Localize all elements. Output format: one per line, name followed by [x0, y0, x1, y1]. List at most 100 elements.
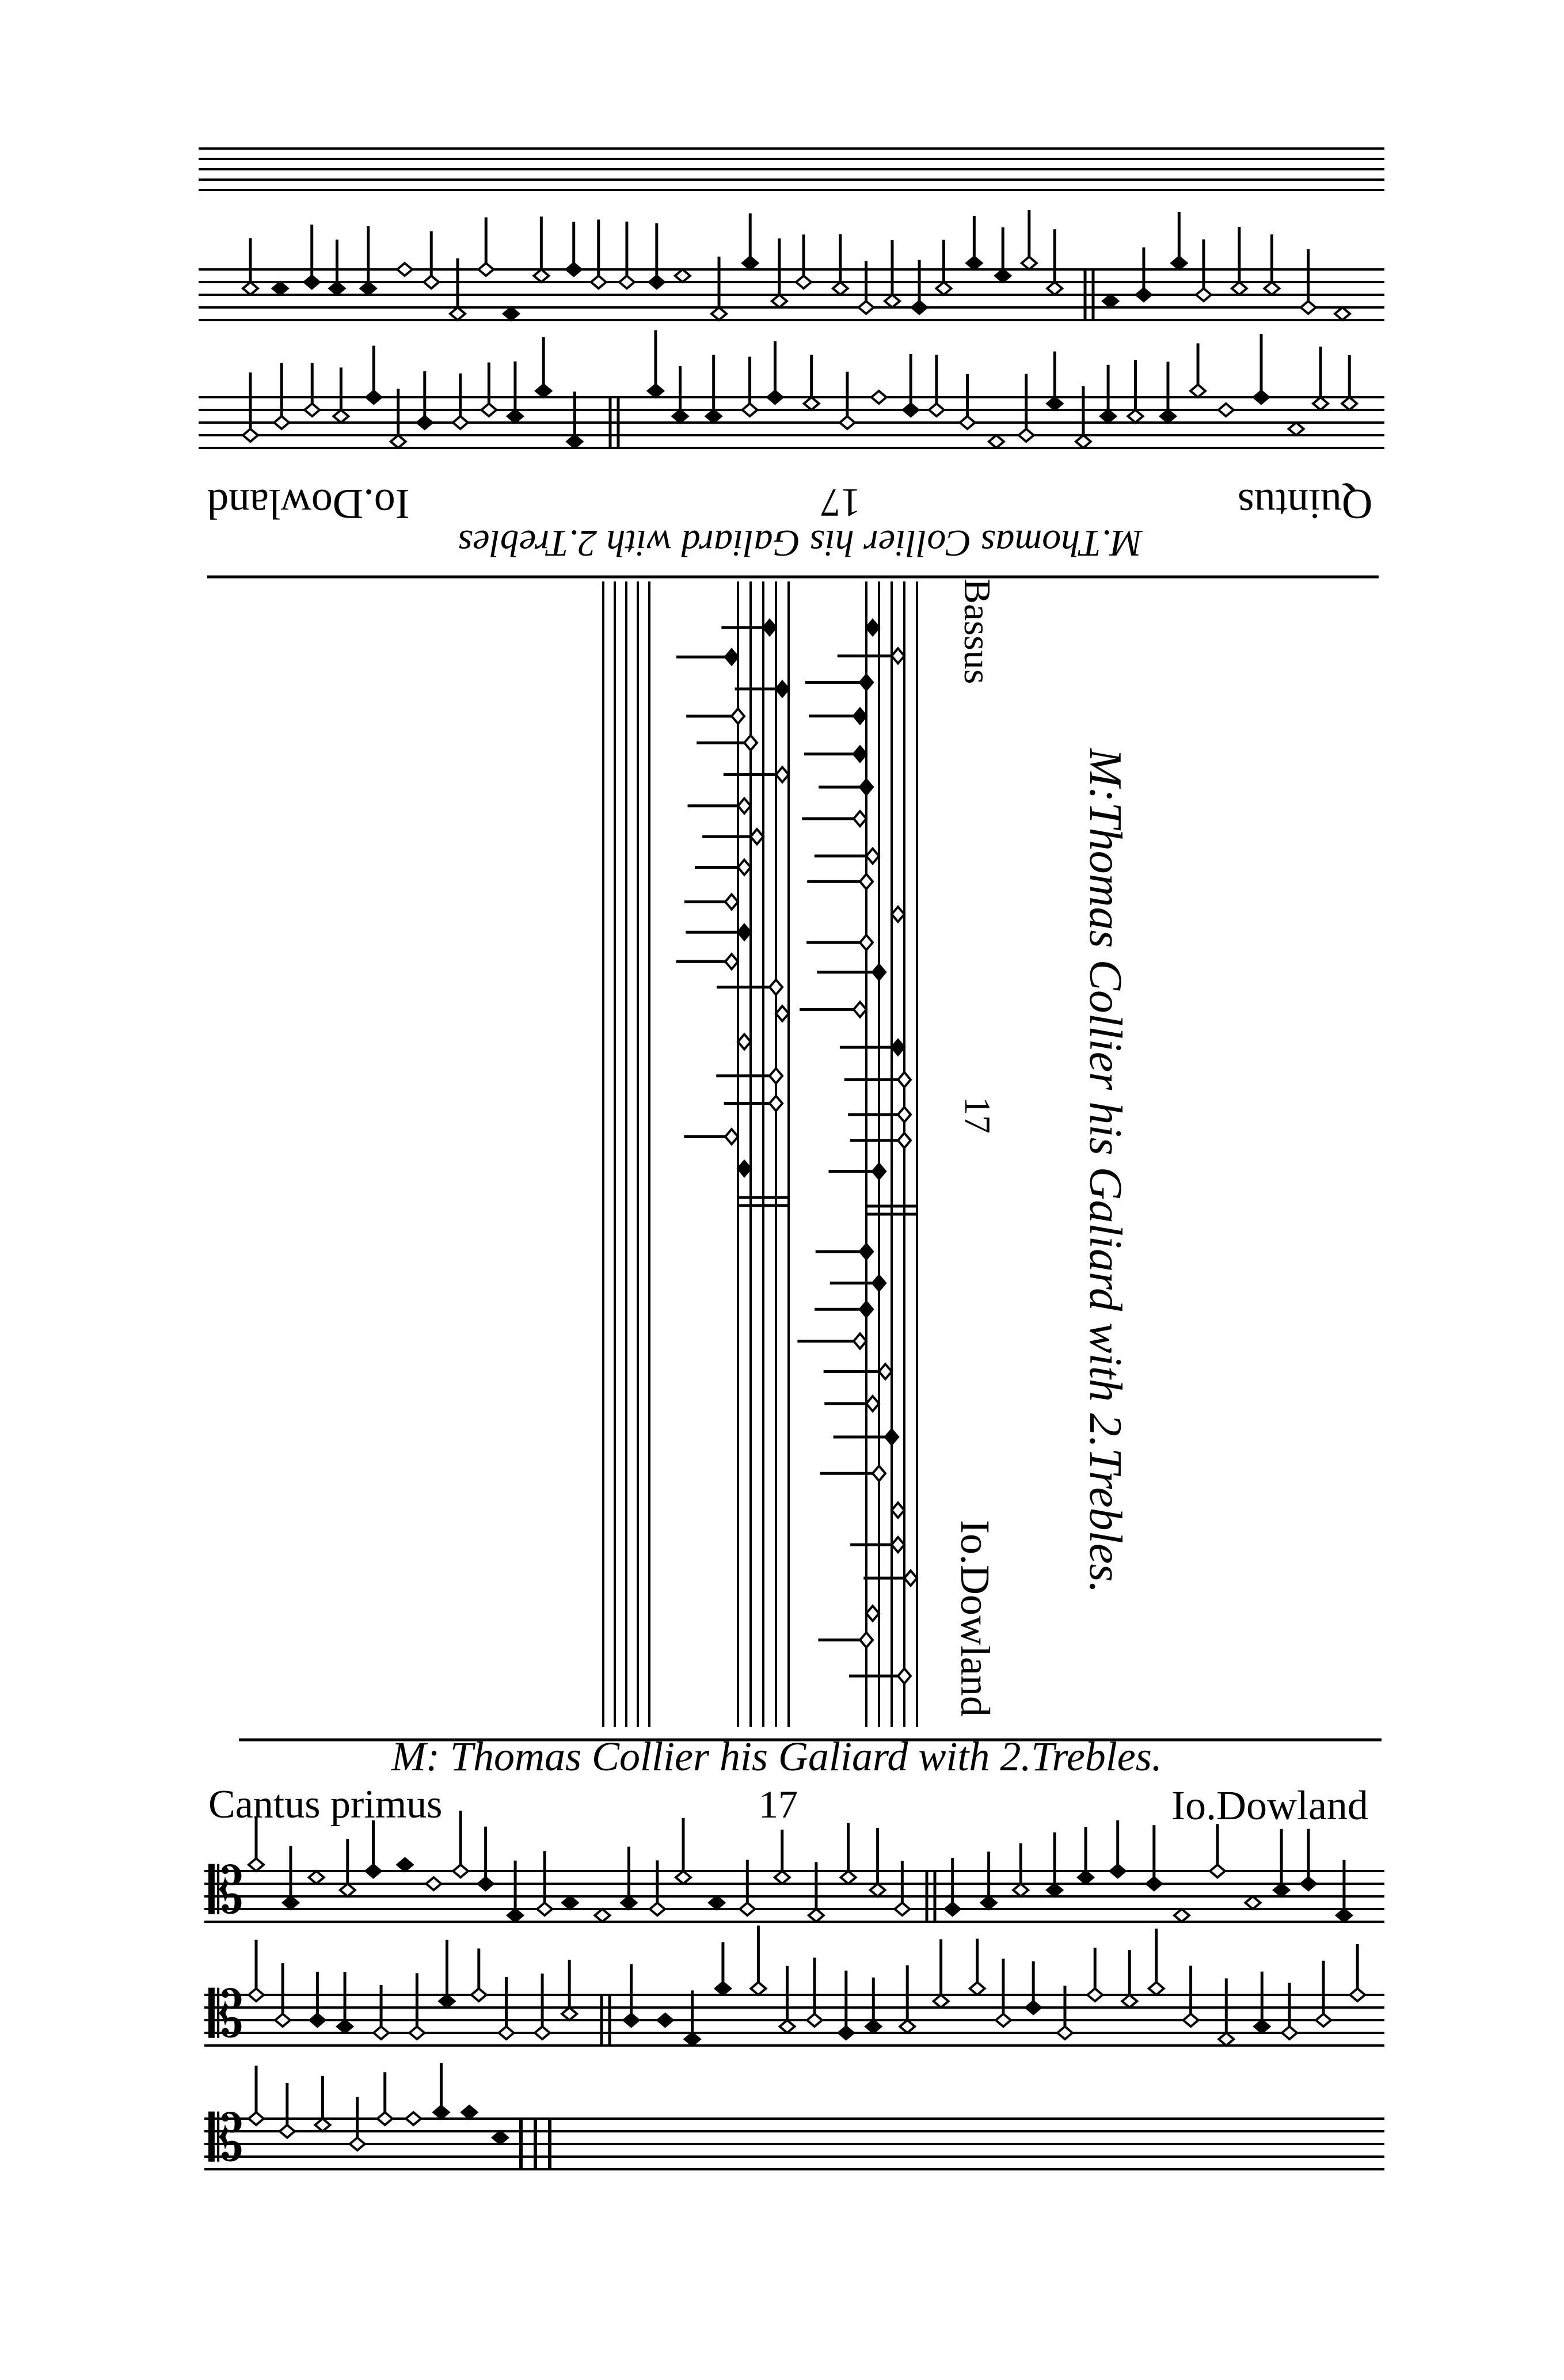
center-staff-2-note — [865, 618, 881, 637]
bottom-staff-1-note — [1243, 1895, 1262, 1911]
center-staff-2-note — [896, 1667, 912, 1686]
top-staff-1-note — [1170, 255, 1189, 271]
top-staff-2-note — [1340, 396, 1359, 412]
center-staff-1-note — [774, 679, 790, 698]
bottom-staff-2-note — [335, 2018, 355, 2035]
top-staff-2-note — [740, 402, 759, 418]
bottom-staff-2-note — [778, 2018, 797, 2035]
top-staff-1-note — [1194, 287, 1213, 303]
bottom-staff-2-note — [1253, 2018, 1272, 2035]
bassus-part-name: Bassus — [956, 579, 998, 685]
bottom-staff-2-note — [408, 2025, 427, 2041]
center-staff-2-note — [858, 1300, 874, 1319]
bottom-staff-3-note — [490, 2130, 510, 2146]
top-staff-1-note — [1045, 280, 1064, 296]
bottom-staff-3-note — [313, 2117, 332, 2133]
bottom-staff-2-note — [437, 1993, 456, 2009]
bottom-staff-1-note — [281, 1895, 300, 1911]
bottom-staff-2-note — [622, 2012, 641, 2028]
center-staff-1-note — [768, 1066, 784, 1085]
center-staff-2-note — [858, 778, 874, 797]
clef-mark: 𝄡 — [208, 2101, 243, 2175]
top-staff-1-note — [673, 268, 692, 284]
center-staff-2-note — [896, 1131, 912, 1150]
bottom-staff-3-note — [348, 2136, 367, 2152]
bassus-number: 17 — [957, 1097, 998, 1134]
top-staff-2-note — [534, 383, 553, 399]
center-staff-2-note — [884, 1427, 900, 1447]
top-staff-1-note — [448, 306, 467, 322]
bottom-staff-2-note — [1348, 1987, 1367, 2003]
quintus-part-name: Quintus — [1238, 480, 1373, 527]
top-staff-2-note — [802, 396, 821, 412]
top-staff-2-note — [303, 402, 322, 418]
center-staff-2-note — [858, 933, 874, 952]
top-staff-1-note — [709, 306, 729, 322]
bassus-composer: Io.Dowland — [952, 1520, 998, 1717]
top-staff-2-note — [838, 415, 857, 431]
bottom-staff-2-note — [994, 2012, 1013, 2028]
bottom-staff-2-note — [683, 2031, 702, 2047]
top-staff-1-note — [1019, 255, 1038, 271]
bottom-staff-2-note — [898, 2018, 917, 2035]
top-staff-1-note — [617, 274, 637, 290]
bottom-staff-1-note — [535, 1901, 554, 1917]
top-staff-1-note — [532, 268, 551, 284]
bottom-staff-2-note — [931, 1993, 950, 2009]
bottom-staff-2-note — [273, 2012, 292, 2028]
bottom-staff-3-note — [404, 2111, 423, 2127]
center-staff-1-note — [774, 765, 790, 784]
bottom-staff-2-note — [1120, 1993, 1139, 2009]
top-staff-1-note — [1134, 287, 1154, 303]
top-staff-1-note — [328, 280, 347, 296]
center-staff-1-note — [730, 706, 746, 726]
bottom-staff-2-note — [713, 1980, 733, 1997]
top-staff-1-note — [395, 261, 414, 277]
bottom-staff-1-note — [893, 1901, 912, 1917]
bottom-staff-2-note — [497, 2025, 516, 2041]
bottom-staff-2-note — [1024, 1999, 1043, 2016]
bottom-staff-1-note — [673, 1869, 693, 1885]
bottom-staff-1-note — [338, 1882, 357, 1898]
center-staff-2-note — [871, 963, 887, 982]
center-staff-1-note — [749, 827, 765, 846]
top-staff-1-note — [1262, 280, 1281, 296]
center-staff-2-note — [890, 904, 906, 924]
center-staff-1-note — [743, 733, 759, 752]
top-staff-1-note — [965, 255, 984, 271]
bottom-staff-1-note — [806, 1907, 826, 1923]
bottom-staff-1-note — [839, 1869, 858, 1885]
center-staff-2-note — [865, 1604, 881, 1623]
center-staff-1-note — [724, 648, 740, 667]
bottom-staff-2-note — [656, 2012, 675, 2028]
top-staff-2-note — [272, 415, 291, 431]
bottom-staff-2-note — [1086, 1987, 1105, 2003]
bottom-staff-2-note — [805, 2012, 824, 2028]
top-staff-2-note — [1099, 408, 1118, 424]
top-staff-1-note — [359, 280, 378, 296]
top-staff-1-note — [271, 280, 290, 296]
top-staff-2-note — [869, 389, 888, 405]
top-staff-1-note — [994, 268, 1013, 284]
bottom-staff-2-note — [1217, 2031, 1236, 2047]
center-staff-2-note — [896, 1105, 912, 1124]
bottom-staff-1-note — [424, 1876, 443, 1892]
bottom-staff-2-note — [836, 2025, 855, 2041]
top-staff-1-note — [770, 293, 789, 309]
bottom-staff-1-note — [1272, 1882, 1291, 1898]
bottom-staff-1-note — [395, 1857, 414, 1873]
center-staff-2-note — [858, 1630, 874, 1649]
center-staff-2-note — [858, 872, 874, 891]
top-staff-2-note — [704, 408, 723, 424]
bottom-staff-2-note — [1181, 2012, 1200, 2028]
top-staff-2-note — [1126, 408, 1145, 424]
top-staff-2-note — [241, 427, 260, 443]
top-staff-1-note — [589, 274, 608, 290]
bottom-staff-3-note — [375, 2111, 394, 2127]
cantus-part-name: Cantus primus — [208, 1782, 443, 1827]
bottom-staff-1-note — [1076, 1869, 1095, 1885]
top-staff-2-note — [958, 415, 977, 431]
center-staff-2-note — [890, 647, 906, 666]
top-staff-1-note — [882, 293, 902, 309]
cantus-number: 17 — [759, 1782, 798, 1826]
